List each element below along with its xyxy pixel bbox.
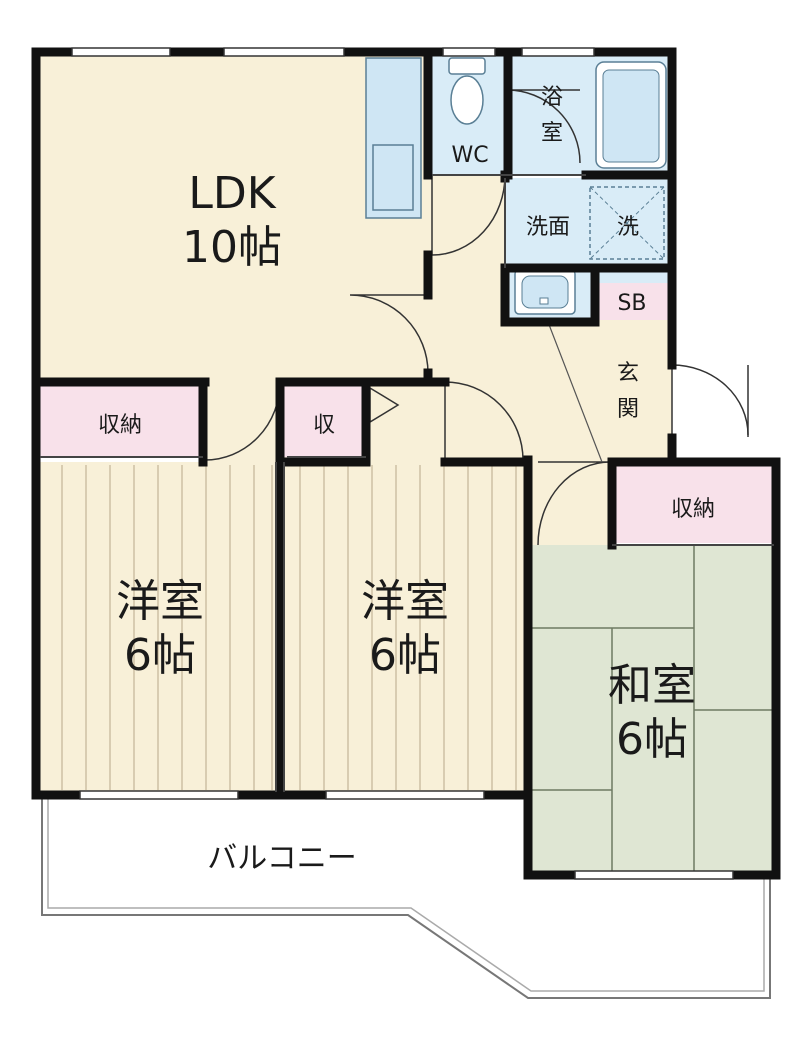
bath-label-2: 室 (541, 121, 563, 146)
toilet-icon (448, 57, 486, 125)
balcony (41, 795, 771, 999)
western2-name: 洋室 (361, 576, 449, 627)
bath-label-1: 浴 (541, 85, 563, 110)
tatami-lines (532, 545, 774, 873)
labels: LDK 10帖 WC 浴 室 洗面 洗 SB 玄 関 収納 収 収納 洋室 6帖… (98, 85, 715, 876)
bathtub-icon (595, 61, 667, 169)
entrance-label-1: 玄 (617, 361, 639, 386)
ldk-name: LDK (188, 168, 276, 219)
storage1-label: 収納 (98, 413, 142, 438)
entrance-label-2: 関 (617, 397, 639, 422)
balcony-label: バルコニー (207, 841, 356, 876)
windows (71, 47, 734, 880)
western2-size: 6帖 (369, 630, 441, 681)
western1-size: 6帖 (124, 630, 196, 681)
flooring-lines (61, 465, 517, 790)
storage2-label: 収 (313, 413, 335, 438)
washer-label: 洗 (617, 215, 639, 240)
japanese-size: 6帖 (616, 714, 688, 765)
washer-space-icon (589, 186, 665, 260)
western1-name: 洋室 (116, 576, 204, 627)
kitchen-counter (365, 57, 422, 219)
ldk-size: 10帖 (182, 222, 282, 273)
japanese-name: 和室 (608, 660, 696, 711)
washroom-label: 洗面 (526, 215, 570, 240)
storage3-label: 収納 (671, 497, 715, 522)
thin-walls (40, 174, 774, 792)
wc-label: WC (451, 143, 488, 168)
shoebox-label: SB (617, 291, 646, 316)
wash-basin-icon (514, 269, 576, 315)
